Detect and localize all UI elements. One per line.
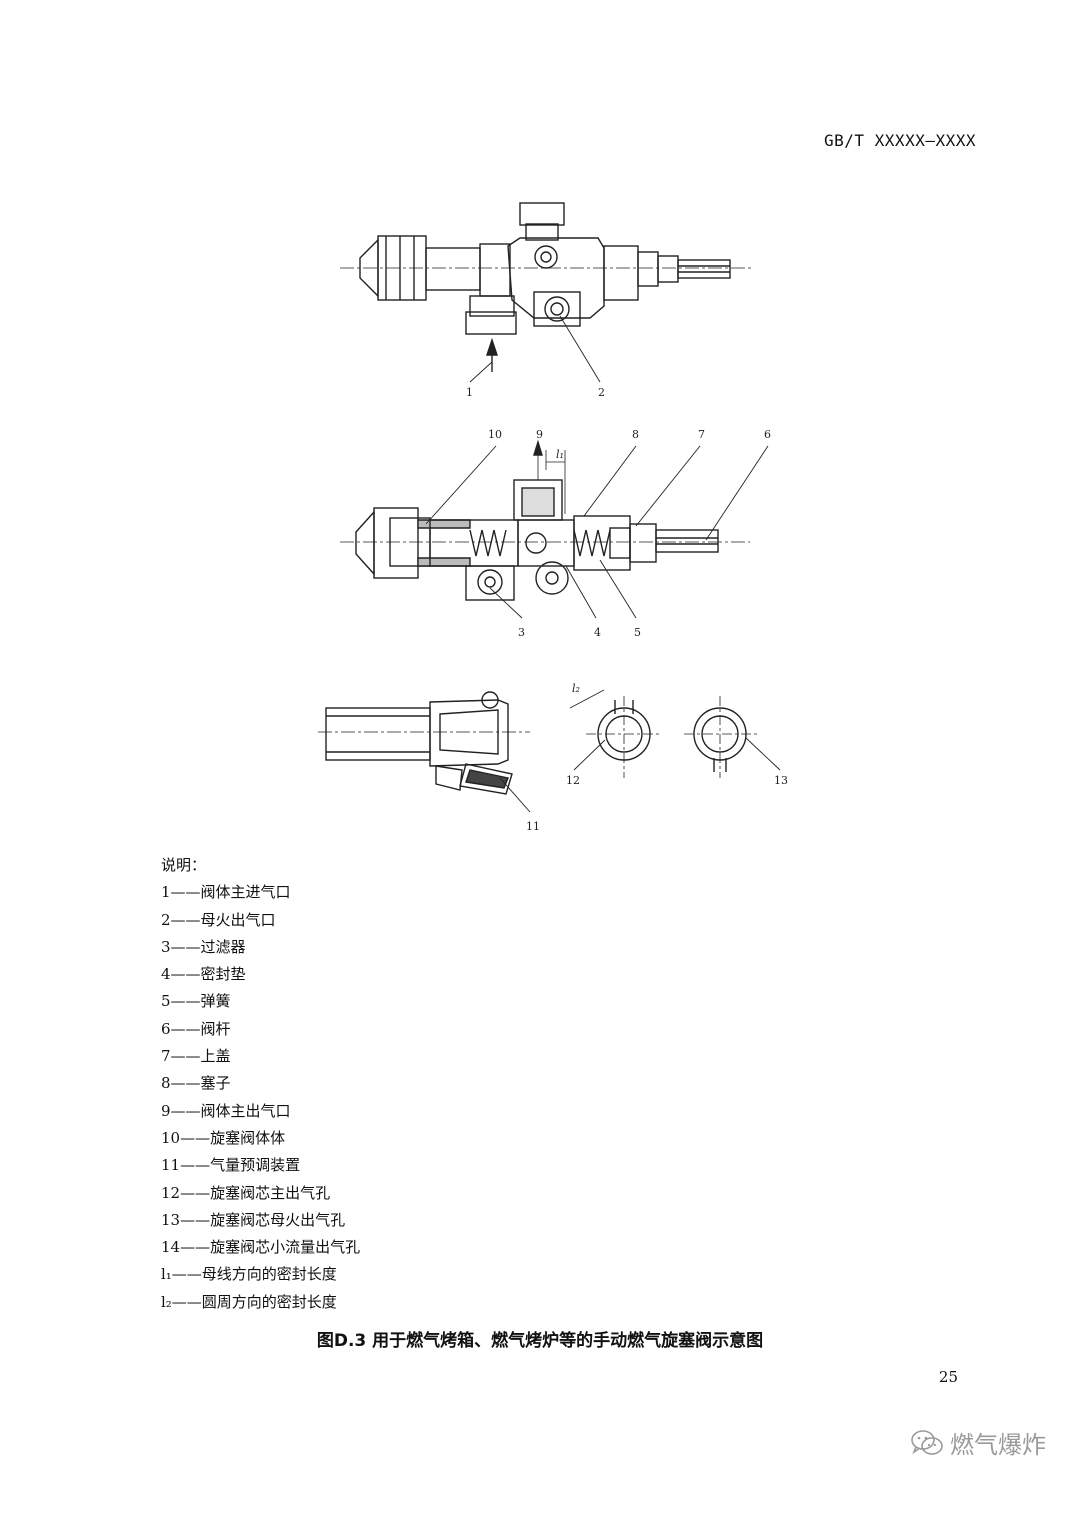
legend-item: 6——阀杆 [161,1019,231,1038]
callout-labels: 1 2 10 9 l₁ 8 7 6 3 4 5 l₂ 12 13 11 [466,386,788,833]
callout-2: 2 [598,386,605,399]
legend-item: 11——气量预调装置 [161,1156,301,1175]
legend-item: 10——旋塞阀体体 [161,1128,286,1147]
callout-6: 6 [764,428,771,441]
callout-8: 8 [632,428,639,441]
callout-11: 11 [526,820,540,833]
legend-item: l₂——圆周方向的密封长度 [161,1292,337,1311]
document-number: GB/T XXXXX—XXXX [824,131,976,150]
valve-sectional-view [340,439,769,619]
valve-external-view [340,202,752,383]
valve-technical-drawing: 1 2 10 9 l₁ 8 7 6 3 4 5 l₂ 12 13 11 [318,202,788,833]
callout-12: 12 [566,774,580,787]
figure-caption: 图D.3 用于燃气烤箱、燃气烤炉等的手动燃气旋塞阀示意图 [316,1331,764,1351]
legend-item: 8——塞子 [161,1074,231,1093]
legend-item: 3——过滤器 [161,937,246,956]
legend-item: 14——旋塞阀芯小流量出气孔 [161,1238,361,1257]
callout-1: 1 [466,386,473,399]
wechat-icon [911,1429,943,1455]
legend-item: 9——阀体主出气口 [161,1101,291,1120]
valve-core-views [318,689,781,813]
callout-9: 9 [536,428,543,441]
legend-item: l₁——母线方向的密封长度 [161,1265,337,1284]
callout-3: 3 [518,626,525,639]
legend-item: 4——密封垫 [161,965,246,984]
callout-7: 7 [698,428,705,441]
callout-5: 5 [634,626,641,639]
callout-l1: l₁ [556,448,564,461]
callout-13: 13 [774,774,788,787]
watermark: 燃气爆炸 [910,1425,1046,1460]
callout-10: 10 [488,428,502,441]
legend-item: 12——旋塞阀芯主出气孔 [161,1183,331,1202]
legend-item: 2——母火出气口 [161,910,276,929]
callout-4: 4 [594,626,601,639]
legend-item: 7——上盖 [161,1047,231,1066]
page-number: 25 [938,1368,958,1386]
legend-title: 说明： [161,856,207,874]
callout-l2: l₂ [572,682,580,695]
legend-item: 1——阀体主进气口 [161,883,291,902]
legend: 说明： 1——阀体主进气口 2——母火出气口 3——过滤器 4——密封垫 5——… [161,852,360,1316]
watermark-text: 燃气爆炸 [950,1431,1046,1459]
legend-item: 5——弹簧 [161,992,231,1011]
legend-item: 13——旋塞阀芯母火出气孔 [161,1210,346,1229]
